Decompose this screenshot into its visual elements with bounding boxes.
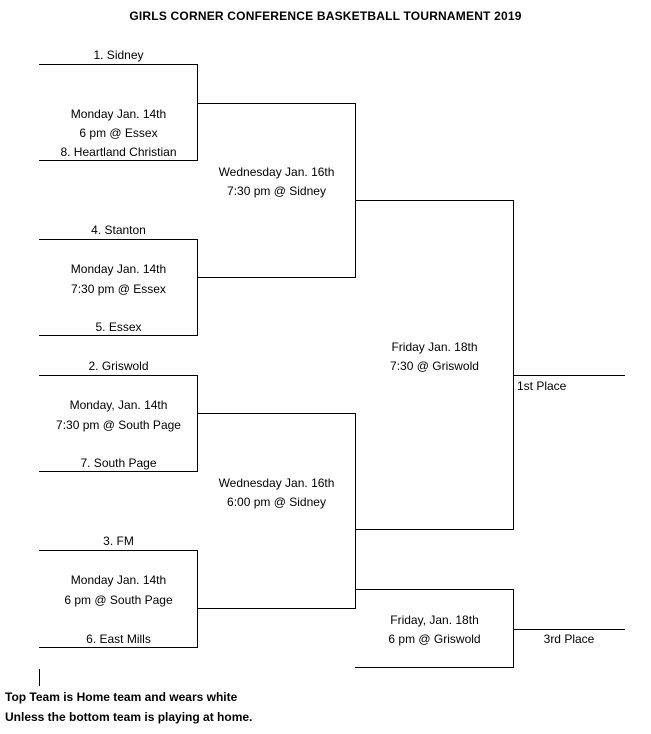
bracket-line [197, 64, 198, 161]
team-bottom-seed-5: 5. Essex [95, 320, 142, 334]
bracket-line [197, 277, 356, 278]
bracket-line [197, 413, 356, 414]
semifinal-time-place: 6:00 pm @ Sidney [227, 495, 326, 509]
game-time-place: 6 pm @ South Page [64, 593, 173, 607]
third-place-label: 3rd Place [543, 632, 595, 646]
text-cursor [39, 669, 40, 686]
bracket-title: GIRLS CORNER CONFERENCE BASKETBALL TOURN… [129, 9, 522, 23]
bracket-line [197, 375, 198, 472]
team-bottom-seed-6: 6. East Mills [86, 632, 151, 646]
bracket-line [39, 375, 198, 376]
game-time-place: 7:30 pm @ Essex [71, 282, 166, 296]
bracket-line [39, 550, 198, 551]
game-time-place: 7:30 pm @ South Page [56, 418, 181, 432]
note-line-1: Top Team is Home team and wears white [5, 690, 238, 704]
semifinal-date: Wednesday Jan. 16th [218, 476, 335, 490]
semifinal-date: Wednesday Jan. 16th [218, 165, 335, 179]
team-top-seed-4: 4. Stanton [91, 223, 146, 237]
game-date: Monday, Jan. 14th [69, 398, 168, 412]
bracket-line [355, 200, 514, 201]
bracket-line [355, 413, 356, 609]
note-line-2: Unless the bottom team is playing at hom… [5, 710, 253, 724]
bracket-line [355, 667, 514, 668]
bracket-line [39, 64, 198, 65]
team-top-seed-2: 2. Griswold [88, 359, 149, 373]
championship-date: Friday Jan. 18th [391, 340, 478, 354]
team-top-seed-1: 1. Sidney [93, 48, 144, 62]
semifinal-time-place: 7:30 pm @ Sidney [227, 184, 326, 198]
bracket-line [39, 160, 198, 161]
game-date: Monday Jan. 14th [70, 107, 167, 121]
game-date: Monday Jan. 14th [70, 573, 167, 587]
first-place-label: 1st Place [517, 379, 567, 393]
championship-time-place: 7:30 @ Griswold [390, 359, 479, 373]
bracket-line [513, 629, 625, 630]
bracket-line [513, 589, 514, 668]
bracket-line [355, 589, 514, 590]
bracket-line [39, 335, 198, 336]
bracket-line [197, 239, 198, 336]
bracket-line [513, 375, 625, 376]
third-place-time-place: 6 pm @ Griswold [388, 632, 481, 646]
team-bottom-seed-7: 7. South Page [80, 456, 157, 470]
bracket-line [197, 608, 356, 609]
team-top-seed-3: 3. FM [103, 534, 134, 548]
bracket-line [355, 103, 356, 278]
bracket-line [39, 471, 198, 472]
bracket-line [197, 103, 356, 104]
team-bottom-seed-8: 8. Heartland Christian [60, 145, 177, 159]
bracket-line [355, 529, 514, 530]
third-place-date: Friday, Jan. 18th [390, 613, 479, 627]
game-date: Monday Jan. 14th [70, 262, 167, 276]
game-time-place: 6 pm @ Essex [79, 126, 158, 140]
bracket-line [39, 239, 198, 240]
bracket-line [197, 550, 198, 648]
bracket-line [39, 647, 198, 648]
bracket-line [513, 200, 514, 530]
